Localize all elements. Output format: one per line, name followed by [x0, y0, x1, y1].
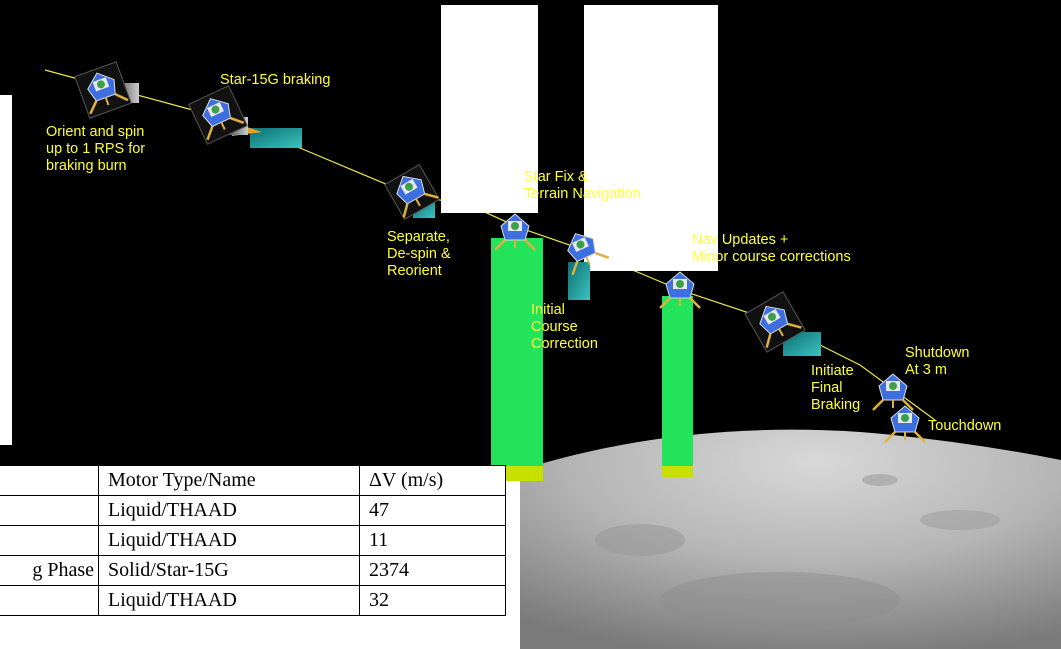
- table-cell: 2374: [359, 555, 506, 586]
- table-cell: 47: [359, 495, 506, 526]
- lander-icon: [188, 85, 248, 145]
- table-cell: Solid/Star-15G: [98, 555, 360, 586]
- blank-box-1: [441, 5, 538, 213]
- lander-icon: [74, 61, 132, 119]
- table-header-cell: [0, 465, 99, 496]
- table-cell: Liquid/THAAD: [98, 495, 360, 526]
- table-row: Liquid/THAAD 32: [0, 585, 506, 616]
- thrust-bar-2: [662, 296, 693, 466]
- lander-icon: [744, 291, 806, 353]
- lander-icon: [383, 163, 441, 221]
- table-cell: [0, 585, 99, 616]
- table-cell: [0, 525, 99, 556]
- table-header-cell: ΔV (m/s): [359, 465, 506, 496]
- table-row: Liquid/THAAD 47: [0, 495, 506, 526]
- label-nav-updates: Nav Updates +Minor course corrections: [692, 232, 851, 265]
- table-row: g Phase Solid/Star-15G 2374: [0, 555, 506, 586]
- blank-box-2: [584, 5, 718, 271]
- label-touchdown: Touchdown: [928, 418, 1002, 434]
- thrust-bar-1: [491, 238, 543, 466]
- table-cell: g Phase: [0, 555, 99, 586]
- label-star-fix: Star Fix &Terrain Navigation: [524, 169, 641, 202]
- table-cell: 32: [359, 585, 506, 616]
- delta-v-table: Motor Type/Name ΔV (m/s) Liquid/THAAD 47…: [0, 465, 506, 616]
- label-star-braking: Star-15G braking: [220, 72, 331, 88]
- table-header-cell: Motor Type/Name: [98, 465, 360, 496]
- table-cell: [0, 495, 99, 526]
- moon-surface: [520, 429, 1061, 649]
- table-cell: 11: [359, 525, 506, 556]
- table-cell: Liquid/THAAD: [98, 525, 360, 556]
- label-separate: Separate,De-spin &Reorient: [387, 229, 451, 279]
- table-cell: Liquid/THAAD: [98, 585, 360, 616]
- table-header-row: Motor Type/Name ΔV (m/s): [0, 465, 506, 496]
- table-row: Liquid/THAAD 11: [0, 525, 506, 556]
